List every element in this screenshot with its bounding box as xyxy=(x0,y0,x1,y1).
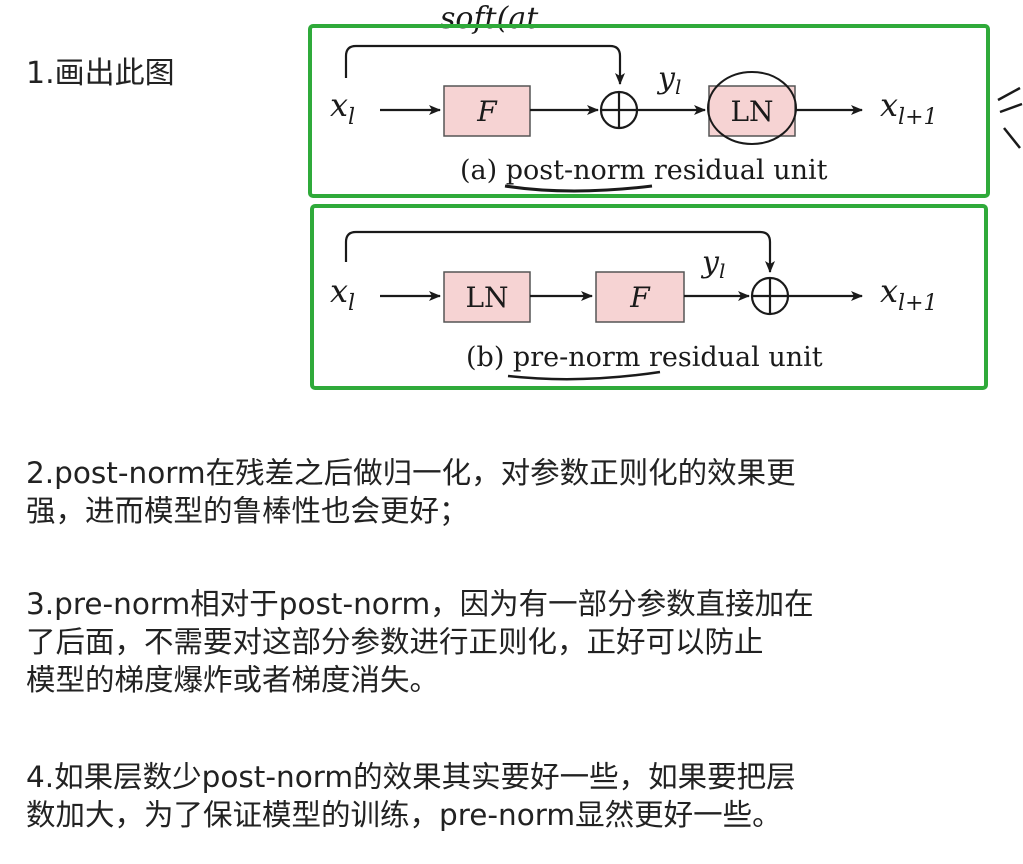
panel-a-frame xyxy=(308,24,990,198)
item-4-line-1: 4.如果层数少post-norm的效果其实要好一些，如果要把层 xyxy=(26,760,796,794)
panel-b-ln-label: LN xyxy=(465,281,508,314)
handwritten-circle xyxy=(707,71,797,145)
panel-a-output-label: xl+1 xyxy=(880,86,938,130)
panel-a-ln-label: LN xyxy=(730,95,773,128)
item-3-line-3: 模型的梯度爆炸或者梯度消失。 xyxy=(26,663,440,697)
panel-b-y-label: yl xyxy=(700,245,725,283)
item-1-text: 1.画出此图 xyxy=(26,56,175,91)
residual-diagrams: soft(at xl F yl LN xl+1 ( xyxy=(308,1,1023,390)
panel-a-residual-connection xyxy=(344,44,625,85)
panel-b-frame xyxy=(310,204,988,390)
handwritten-annotation: soft(at xyxy=(440,1,539,36)
panel-b-output-label: xl+1 xyxy=(880,272,938,316)
handwritten-underline-b xyxy=(507,370,661,381)
panel-pre-norm: xl LN F yl xl+1 (b) pre-norm residual un… xyxy=(310,204,988,390)
item-4-paragraph: 4.如果层数少post-norm的效果其实要好一些，如果要把层 数加大，为了保证… xyxy=(26,758,956,834)
panel-a-input-label: xl xyxy=(330,86,355,130)
item-3-line-2: 了后面，不需要对这部分参数进行正则化，正好可以防止 xyxy=(26,625,764,659)
handwritten-marks xyxy=(997,86,1023,149)
panel-a-add-node xyxy=(599,90,639,130)
panel-b-f-label: F xyxy=(629,281,651,314)
panel-b-caption: (b) pre-norm residual unit xyxy=(466,342,823,373)
panel-b-input-label: xl xyxy=(330,272,355,316)
handwritten-underline-a xyxy=(504,184,653,193)
panel-a-f-label: F xyxy=(476,95,498,128)
item-3-paragraph: 3.pre-norm相对于post-norm，因为有一部分参数直接加在 了后面，… xyxy=(26,585,956,699)
panel-post-norm: xl F yl LN xl+1 (a) post-norm residual u… xyxy=(308,24,990,198)
panel-a-caption: (a) post-norm residual unit xyxy=(460,155,828,186)
item-4-line-2: 数加大，为了保证模型的训练，pre-norm显然更好一些。 xyxy=(26,798,782,832)
item-3-line-1: 3.pre-norm相对于post-norm，因为有一部分参数直接加在 xyxy=(26,587,814,621)
item-2-line-2: 强，进而模型的鲁棒性也会更好； xyxy=(26,494,469,528)
item-2-paragraph: 2.post-norm在残差之后做归一化，对参数正则化的效果更 强，进而模型的鲁… xyxy=(26,454,956,530)
panel-a-f-box xyxy=(443,85,531,137)
item-2-line-1: 2.post-norm在残差之后做归一化，对参数正则化的效果更 xyxy=(26,456,796,490)
panel-b-f-box xyxy=(595,271,685,323)
panel-b-residual-connection xyxy=(344,230,775,273)
panel-a-y-label: yl xyxy=(656,61,681,99)
panel-b-add-node xyxy=(750,276,790,316)
